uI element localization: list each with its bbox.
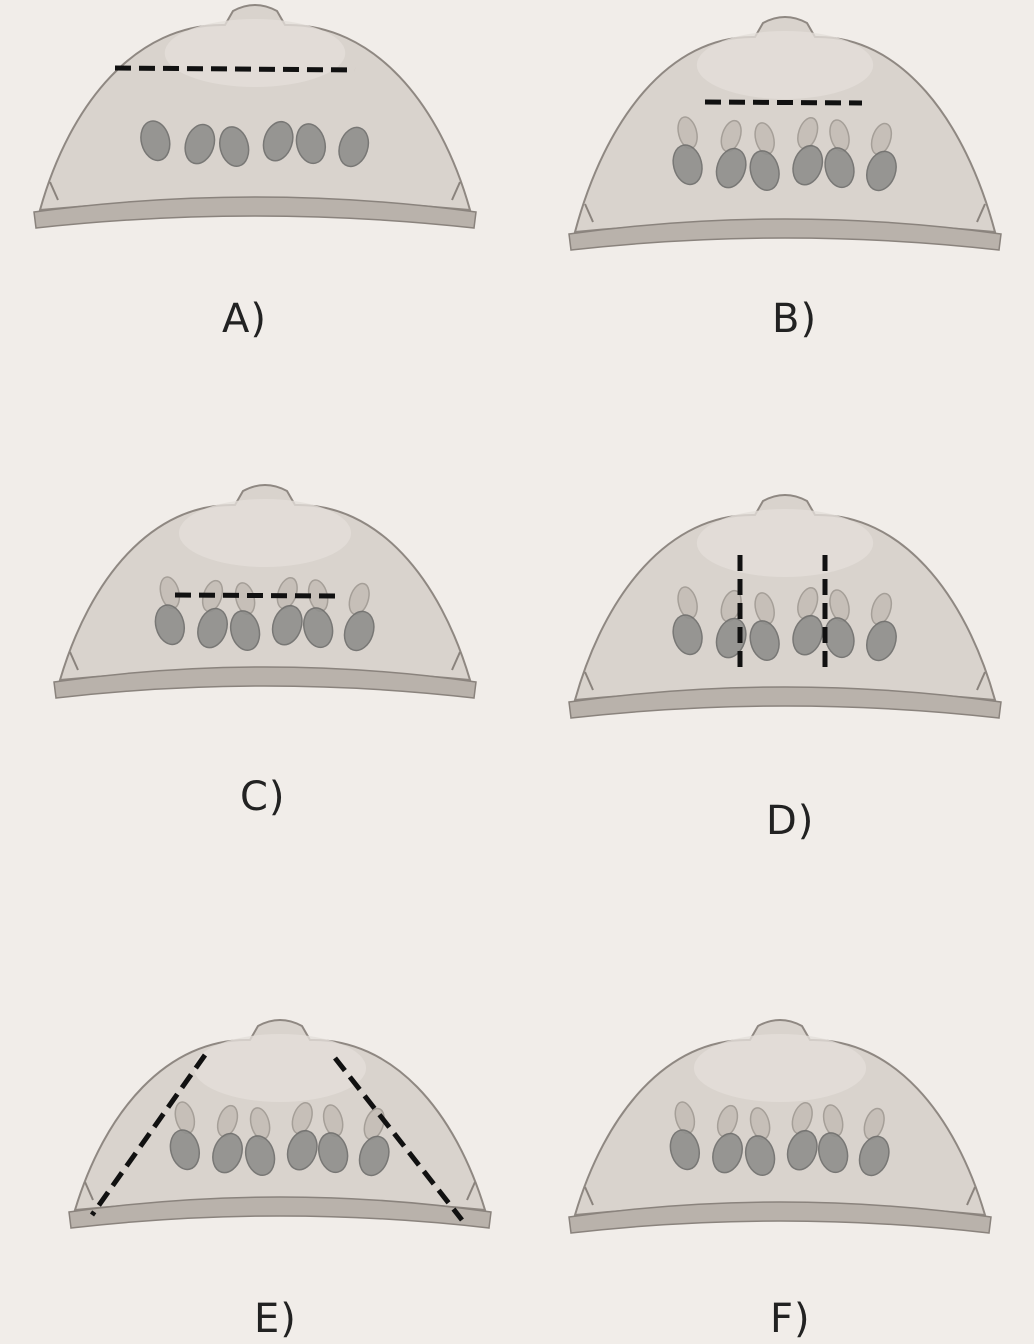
label-C: C) bbox=[240, 774, 286, 820]
label-B: B) bbox=[772, 296, 817, 342]
shell-cap-B bbox=[697, 31, 873, 99]
shell-F bbox=[569, 1020, 991, 1233]
shell-cap-C bbox=[179, 499, 351, 567]
shell-C bbox=[54, 485, 476, 698]
shell-cap-D bbox=[697, 509, 873, 577]
label-F: F) bbox=[770, 1296, 811, 1342]
label-E: E) bbox=[254, 1296, 297, 1342]
shell-A bbox=[34, 5, 476, 228]
shell-cap-F bbox=[694, 1034, 866, 1102]
shell-E bbox=[69, 1020, 491, 1228]
shell-cap-A bbox=[165, 19, 346, 87]
label-A: A) bbox=[222, 296, 267, 342]
shell-D bbox=[569, 495, 1001, 718]
shell-B bbox=[569, 17, 1001, 250]
label-D: D) bbox=[766, 798, 814, 844]
